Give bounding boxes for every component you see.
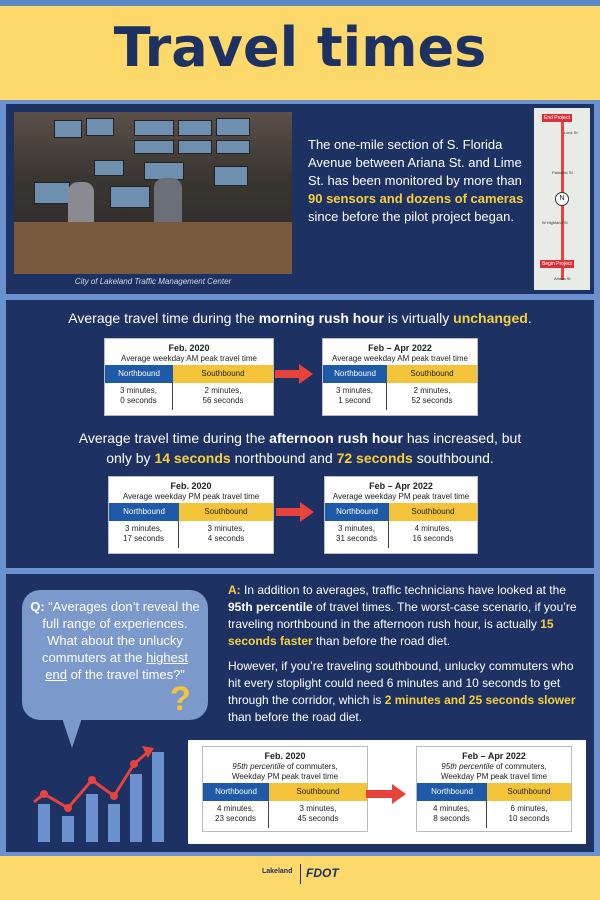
logo-divider: [300, 864, 301, 884]
question-mark-icon: ?: [170, 680, 191, 718]
arrow-right-icon: [276, 502, 314, 522]
street-label: Ariana St: [554, 276, 571, 281]
street-label: W Highland St: [542, 220, 568, 225]
begin-project-label: Begin Project: [540, 260, 574, 268]
project-map: End Project Lime St Palmetto St N W High…: [534, 108, 590, 290]
bubble-tail: [62, 718, 82, 748]
page-title: Travel times: [113, 16, 487, 79]
top-stripe: [0, 0, 600, 6]
sensor-highlight: 90 sensors and dozens of cameras: [308, 191, 524, 206]
street-label: Lime St: [564, 130, 578, 135]
photo-caption: City of Lakeland Traffic Management Cent…: [74, 277, 232, 286]
arrow-right-icon: [275, 364, 313, 384]
question-bubble: [22, 590, 208, 720]
street-label: Palmetto St: [552, 170, 573, 175]
rising-chart-icon: [33, 746, 164, 842]
compass-icon: N: [555, 192, 569, 206]
arrow-right-icon: [366, 784, 406, 804]
morning-heading: Average travel time during the morning r…: [68, 310, 532, 326]
footer-logos: Lakeland FDOT: [262, 862, 362, 886]
answer-paragraph-2: However, if you’re traveling southbound,…: [228, 659, 576, 724]
answer-paragraph-1: A: In addition to averages, traffic tech…: [228, 583, 577, 648]
afternoon-heading: Average travel time during the afternoon…: [78, 430, 522, 466]
question-text: Q: “Averages don’t reveal the full range…: [30, 599, 200, 682]
fdot-logo: FDOT: [306, 866, 339, 880]
lakeland-logo: Lakeland: [262, 868, 293, 875]
traffic-center-photo: [14, 112, 292, 274]
end-project-label: End Project: [542, 114, 572, 122]
title-band: [0, 0, 600, 100]
intro-text: The one-mile section of S. Florida Avenu…: [308, 137, 524, 224]
